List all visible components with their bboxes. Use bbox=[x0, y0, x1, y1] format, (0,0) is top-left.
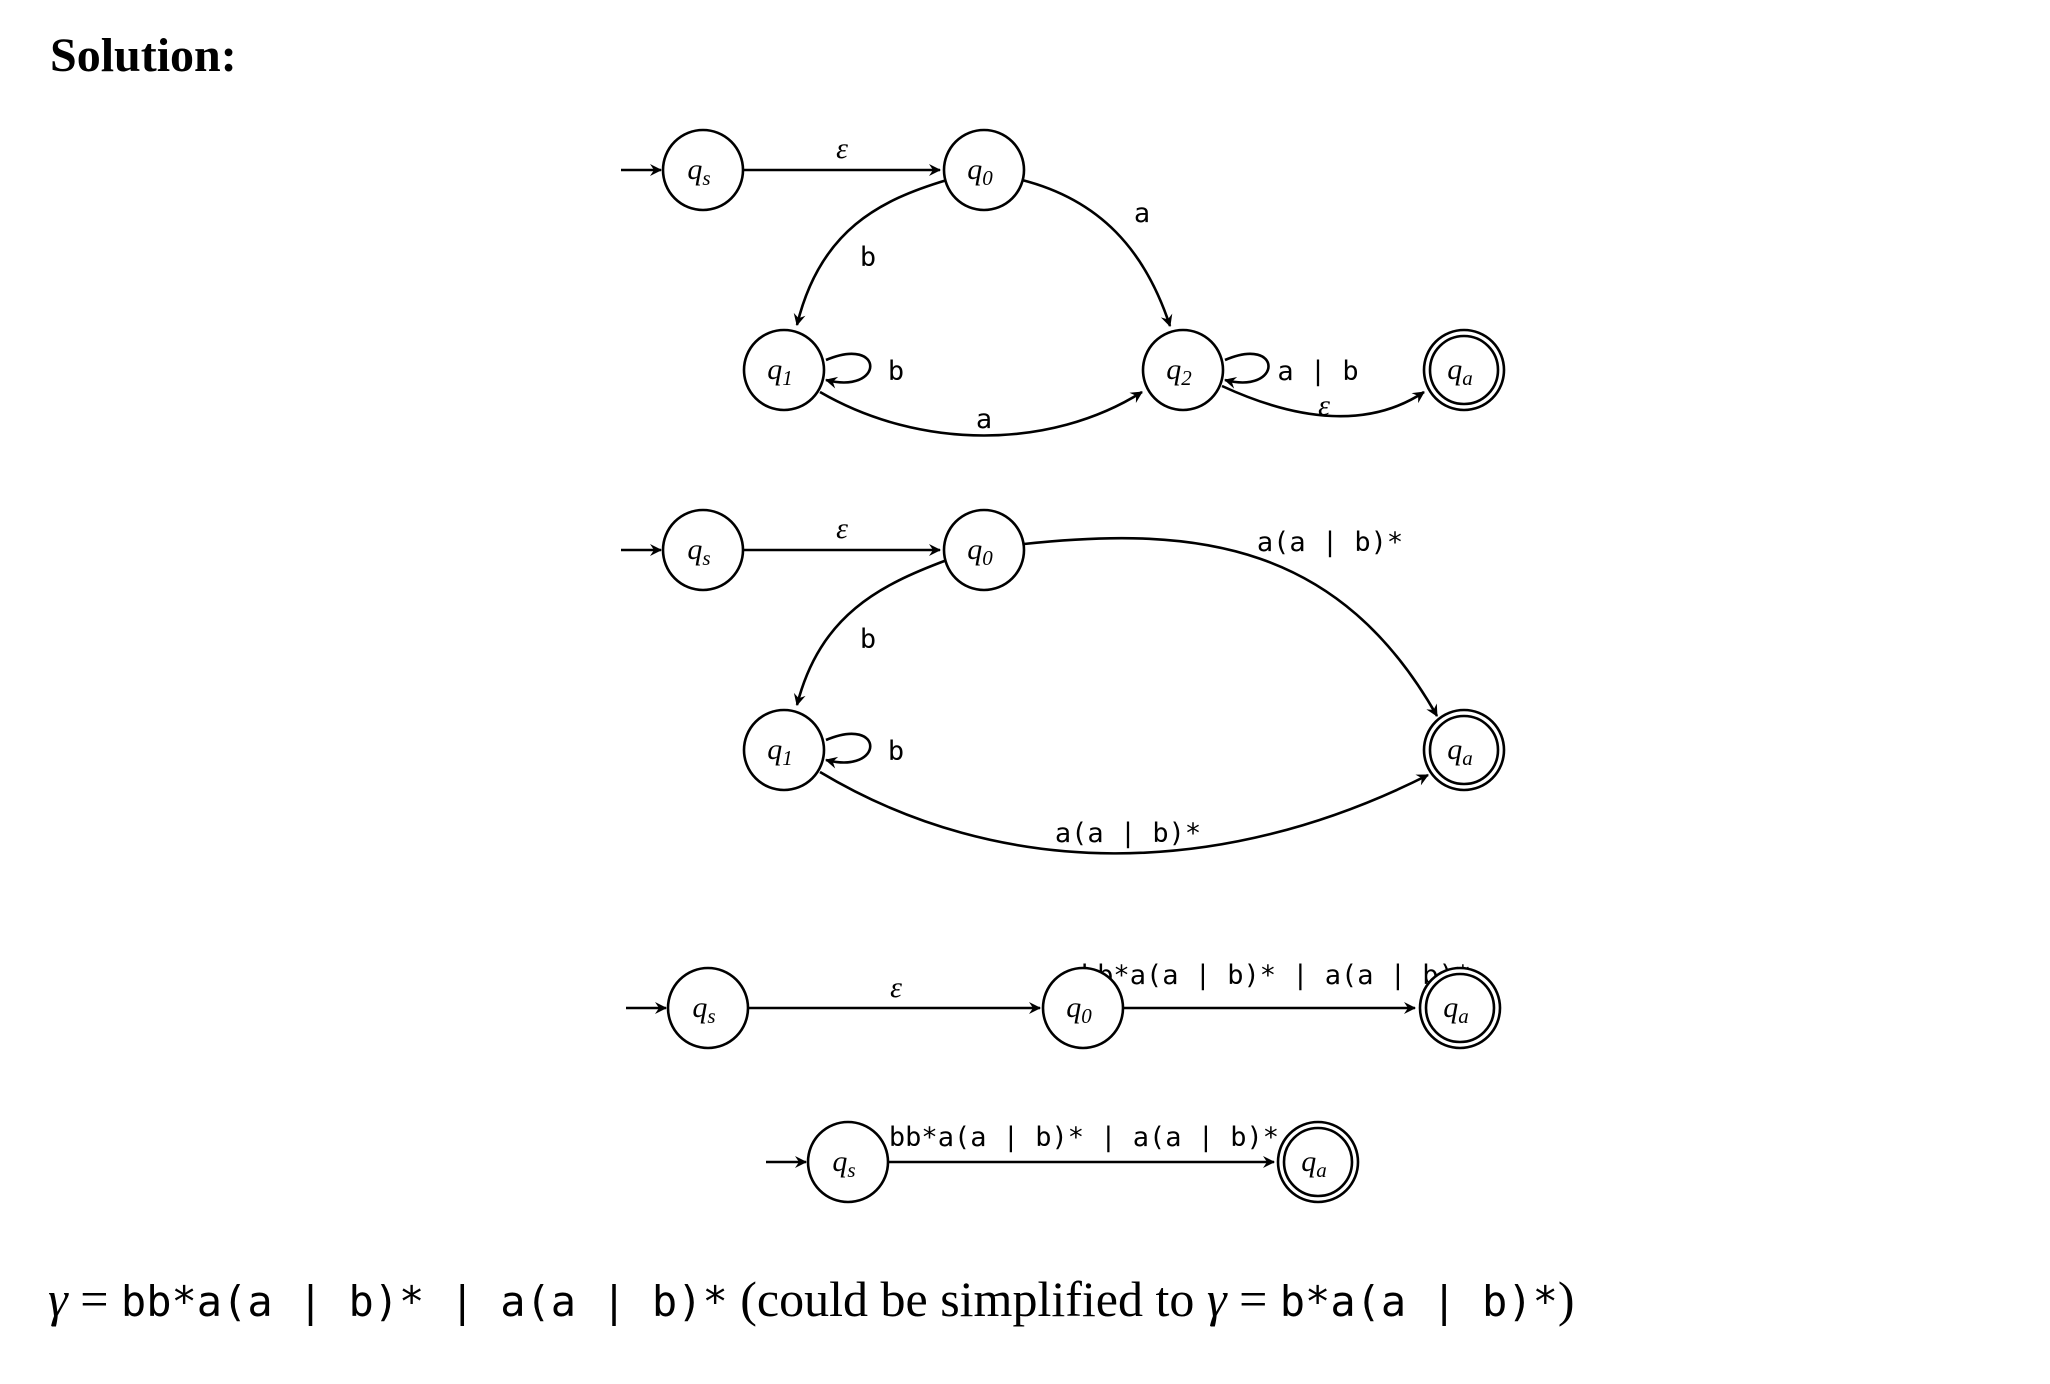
state-q0: q0 bbox=[942, 508, 1026, 592]
transition-qs-to-q0: ε bbox=[744, 132, 941, 176]
transition-qs-to-q0: ε bbox=[749, 971, 1041, 1014]
state-q1: q1 bbox=[742, 708, 826, 792]
state-qs: qs bbox=[766, 1120, 890, 1204]
simplified-expression: b*a(a | b)* bbox=[1279, 1277, 1558, 1326]
diagram-4: bb*a(a | b)* | a(a | b)* qs qa bbox=[766, 1120, 1360, 1204]
state-label: q0 bbox=[1066, 991, 1092, 1028]
transition-arrow bbox=[793, 558, 948, 706]
transition-q0-to-q2: a bbox=[1021, 178, 1173, 327]
transition-label: b bbox=[888, 356, 904, 387]
state-circle bbox=[942, 128, 1026, 212]
transition-label: a bbox=[1134, 198, 1150, 229]
transition-label: bb*a(a | b)* | a(a | b)* bbox=[1081, 960, 1471, 991]
accepting-ring bbox=[1282, 1126, 1354, 1198]
equals-sign-simplified: = bbox=[1226, 1271, 1280, 1327]
state-q0: q0 bbox=[942, 128, 1026, 212]
state-qs: qs bbox=[621, 128, 745, 212]
state-qa: qa bbox=[1418, 966, 1502, 1050]
transition-arrow bbox=[1021, 178, 1173, 327]
diagram-2: ε b a(a | b)* b a(a | b)* qs q0 q1 qa bbox=[621, 508, 1506, 855]
diagram-3: ε bb*a(a | b)* | a(a | b)* qs q0 qa bbox=[626, 960, 1502, 1050]
transition-q0-to-qa: bb*a(a | b)* | a(a | b)* bbox=[1081, 960, 1471, 1014]
state-label: q0 bbox=[967, 533, 993, 570]
state-label: q1 bbox=[767, 733, 793, 770]
state-q2: q2 bbox=[1141, 328, 1225, 412]
state-qa: qa bbox=[1422, 328, 1506, 412]
transition-label: b bbox=[860, 624, 876, 655]
state-qs: qs bbox=[626, 966, 750, 1050]
transition-q1-to-q2: a bbox=[819, 390, 1143, 437]
state-circle bbox=[661, 508, 745, 592]
state-circle bbox=[942, 508, 1026, 592]
gamma-symbol-simplified: γ bbox=[1206, 1271, 1227, 1327]
gamma-symbol: γ bbox=[48, 1271, 68, 1327]
transition-qs-to-q0: ε bbox=[744, 512, 941, 556]
state-label: q0 bbox=[967, 153, 993, 190]
accepting-ring bbox=[1424, 972, 1496, 1044]
state-q1: q1 bbox=[742, 328, 826, 412]
state-q0: q0 bbox=[1041, 966, 1125, 1050]
transition-q0-to-qa: a(a | b)* bbox=[1023, 527, 1439, 717]
transition-label: ε bbox=[890, 971, 902, 1004]
solution-heading: Solution: bbox=[50, 29, 237, 82]
state-label: qs bbox=[687, 533, 710, 570]
state-circle bbox=[1041, 966, 1125, 1050]
transition-label: ε bbox=[836, 512, 848, 545]
state-circle bbox=[742, 328, 826, 412]
simplification-note-close: ) bbox=[1557, 1271, 1575, 1327]
transition-arrow bbox=[1221, 384, 1425, 418]
transition-q2-to-qa: ε bbox=[1221, 384, 1425, 422]
transition-label: b bbox=[888, 736, 904, 767]
transition-q2-to-q2: a | b bbox=[1224, 352, 1359, 389]
state-qa: qa bbox=[1276, 1120, 1360, 1204]
transition-q0-to-q1: b bbox=[793, 178, 948, 326]
transition-qs-to-qa: bb*a(a | b)* | a(a | b)* bbox=[889, 1122, 1279, 1168]
state-circle bbox=[666, 966, 750, 1050]
transition-label: ε bbox=[1318, 389, 1330, 422]
result-expression: γ = bb*a(a | b)* | a(a | b)* (could be s… bbox=[48, 1270, 1575, 1328]
state-label: qa bbox=[1447, 353, 1473, 390]
transition-arrow bbox=[819, 770, 1429, 855]
transition-arrow bbox=[819, 390, 1143, 437]
state-label: q1 bbox=[767, 353, 793, 390]
state-circle bbox=[806, 1120, 890, 1204]
state-label: qa bbox=[1443, 991, 1469, 1028]
transition-label: a(a | b)* bbox=[1257, 527, 1403, 558]
self-loop-arrow bbox=[1224, 352, 1270, 389]
transition-label: a(a | b)* bbox=[1055, 818, 1201, 849]
transition-label: b bbox=[860, 242, 876, 273]
transition-arrow bbox=[793, 178, 948, 326]
transition-label: bb*a(a | b)* | a(a | b)* bbox=[889, 1122, 1279, 1153]
state-label: qs bbox=[692, 991, 715, 1028]
state-label: q2 bbox=[1166, 353, 1192, 390]
state-label: qa bbox=[1301, 1145, 1327, 1182]
transition-label: a | b bbox=[1277, 356, 1358, 387]
transition-arrow bbox=[1023, 536, 1439, 717]
state-label: qs bbox=[832, 1145, 855, 1182]
accepting-ring bbox=[1428, 334, 1500, 406]
transition-q0-to-q1: b bbox=[793, 558, 948, 706]
regular-expression: bb*a(a | b)* | a(a | b)* bbox=[120, 1277, 728, 1326]
state-qa: qa bbox=[1422, 708, 1506, 792]
state-circle bbox=[661, 128, 745, 212]
state-circle bbox=[1141, 328, 1225, 412]
simplification-note: (could be simplified to bbox=[727, 1271, 1207, 1327]
transition-q1-to-q1: b bbox=[825, 732, 904, 769]
state-qs: qs bbox=[621, 508, 745, 592]
self-loop-arrow bbox=[825, 732, 872, 769]
self-loop-arrow bbox=[825, 352, 872, 389]
transition-label: ε bbox=[836, 132, 848, 165]
accepting-ring bbox=[1428, 714, 1500, 786]
state-label: qs bbox=[687, 153, 710, 190]
transition-q1-to-q1: b bbox=[825, 352, 904, 389]
state-label: qa bbox=[1447, 733, 1473, 770]
transition-q1-to-qa: a(a | b)* bbox=[819, 770, 1429, 855]
equals-sign: = bbox=[67, 1271, 121, 1327]
transition-label: a bbox=[976, 404, 992, 435]
state-circle bbox=[742, 708, 826, 792]
